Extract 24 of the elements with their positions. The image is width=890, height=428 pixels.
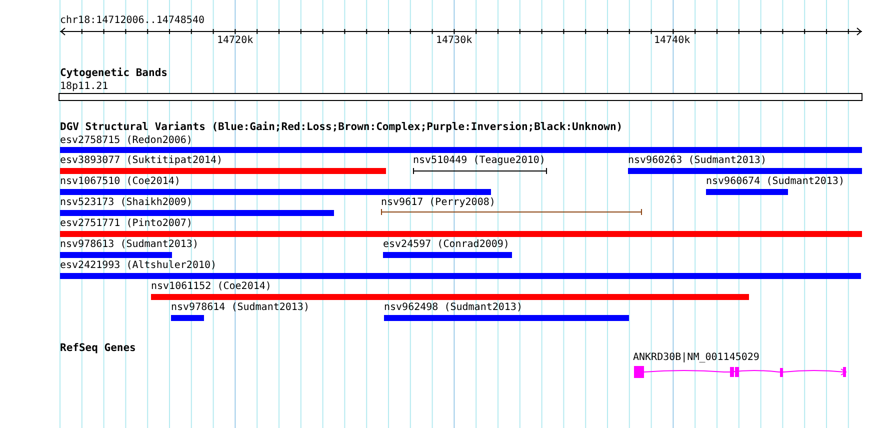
variant-label: esv24597 (Conrad2009) [383,239,510,250]
variant-label: nsv960263 (Sudmant2013) [628,155,766,166]
variant-label: nsv978614 (Sudmant2013) [171,302,310,313]
track-heading: RefSeq Genes [60,343,136,354]
tick-label: 14720k [217,35,254,46]
tick-label: 14730k [436,35,472,46]
variant-label: nsv523173 (Shaikh2009) [60,197,192,208]
coordinate-range: chr18:14712006..14748540 [60,15,204,26]
variant-label: nsv1067510 (Coe2014) [60,176,180,187]
variant-label: esv3893077 (Suktitipat2014) [60,155,223,166]
variant-label: nsv960674 (Sudmant2013) [706,176,844,187]
variant-label: esv2758715 (Redon2006) [60,135,192,146]
track-heading: Cytogenetic Bands [60,68,168,79]
tick-label: 14740k [654,35,690,46]
variant-label: nsv1061152 (Coe2014) [151,281,272,292]
variant-label: nsv962498 (Sudmant2013) [384,302,522,313]
gene-label: ANKRD30B|NM_001145029 [633,352,760,363]
variant-label: nsv978613 (Sudmant2013) [60,239,198,250]
variant-label: nsv9617 (Perry2008) [381,197,496,208]
variant-label: esv2421993 (Altshuler2010) [60,260,217,271]
variant-label: esv2751771 (Pinto2007) [60,218,192,229]
track-heading: DGV Structural Variants (Blue:Gain;Red:Loss;Brown:Complex;Purple:Inversion;Black:Unknown) [60,122,623,133]
variant-label: nsv510449 (Teague2010) [413,155,546,166]
band-name: 18p11.21 [60,81,108,92]
